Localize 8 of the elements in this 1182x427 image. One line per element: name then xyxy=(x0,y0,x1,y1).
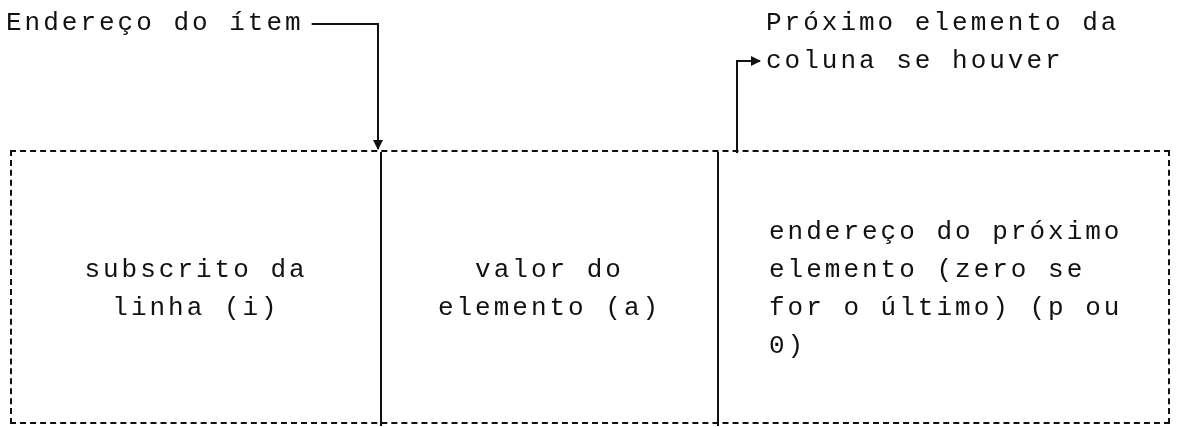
record-box xyxy=(10,150,1170,424)
arrow xyxy=(736,56,761,154)
field-text: subscrito da linha (i) xyxy=(83,254,309,325)
annotation-text: Próximo elemento da coluna se houver xyxy=(766,7,1121,78)
field-text: endereço do próximo elemento (zero se for o último) (p ou 0) xyxy=(769,216,1124,363)
arrow xyxy=(310,23,383,150)
field-text: valor do elemento (a) xyxy=(436,254,663,325)
annotation-text: Endereço do ítem xyxy=(6,7,304,40)
